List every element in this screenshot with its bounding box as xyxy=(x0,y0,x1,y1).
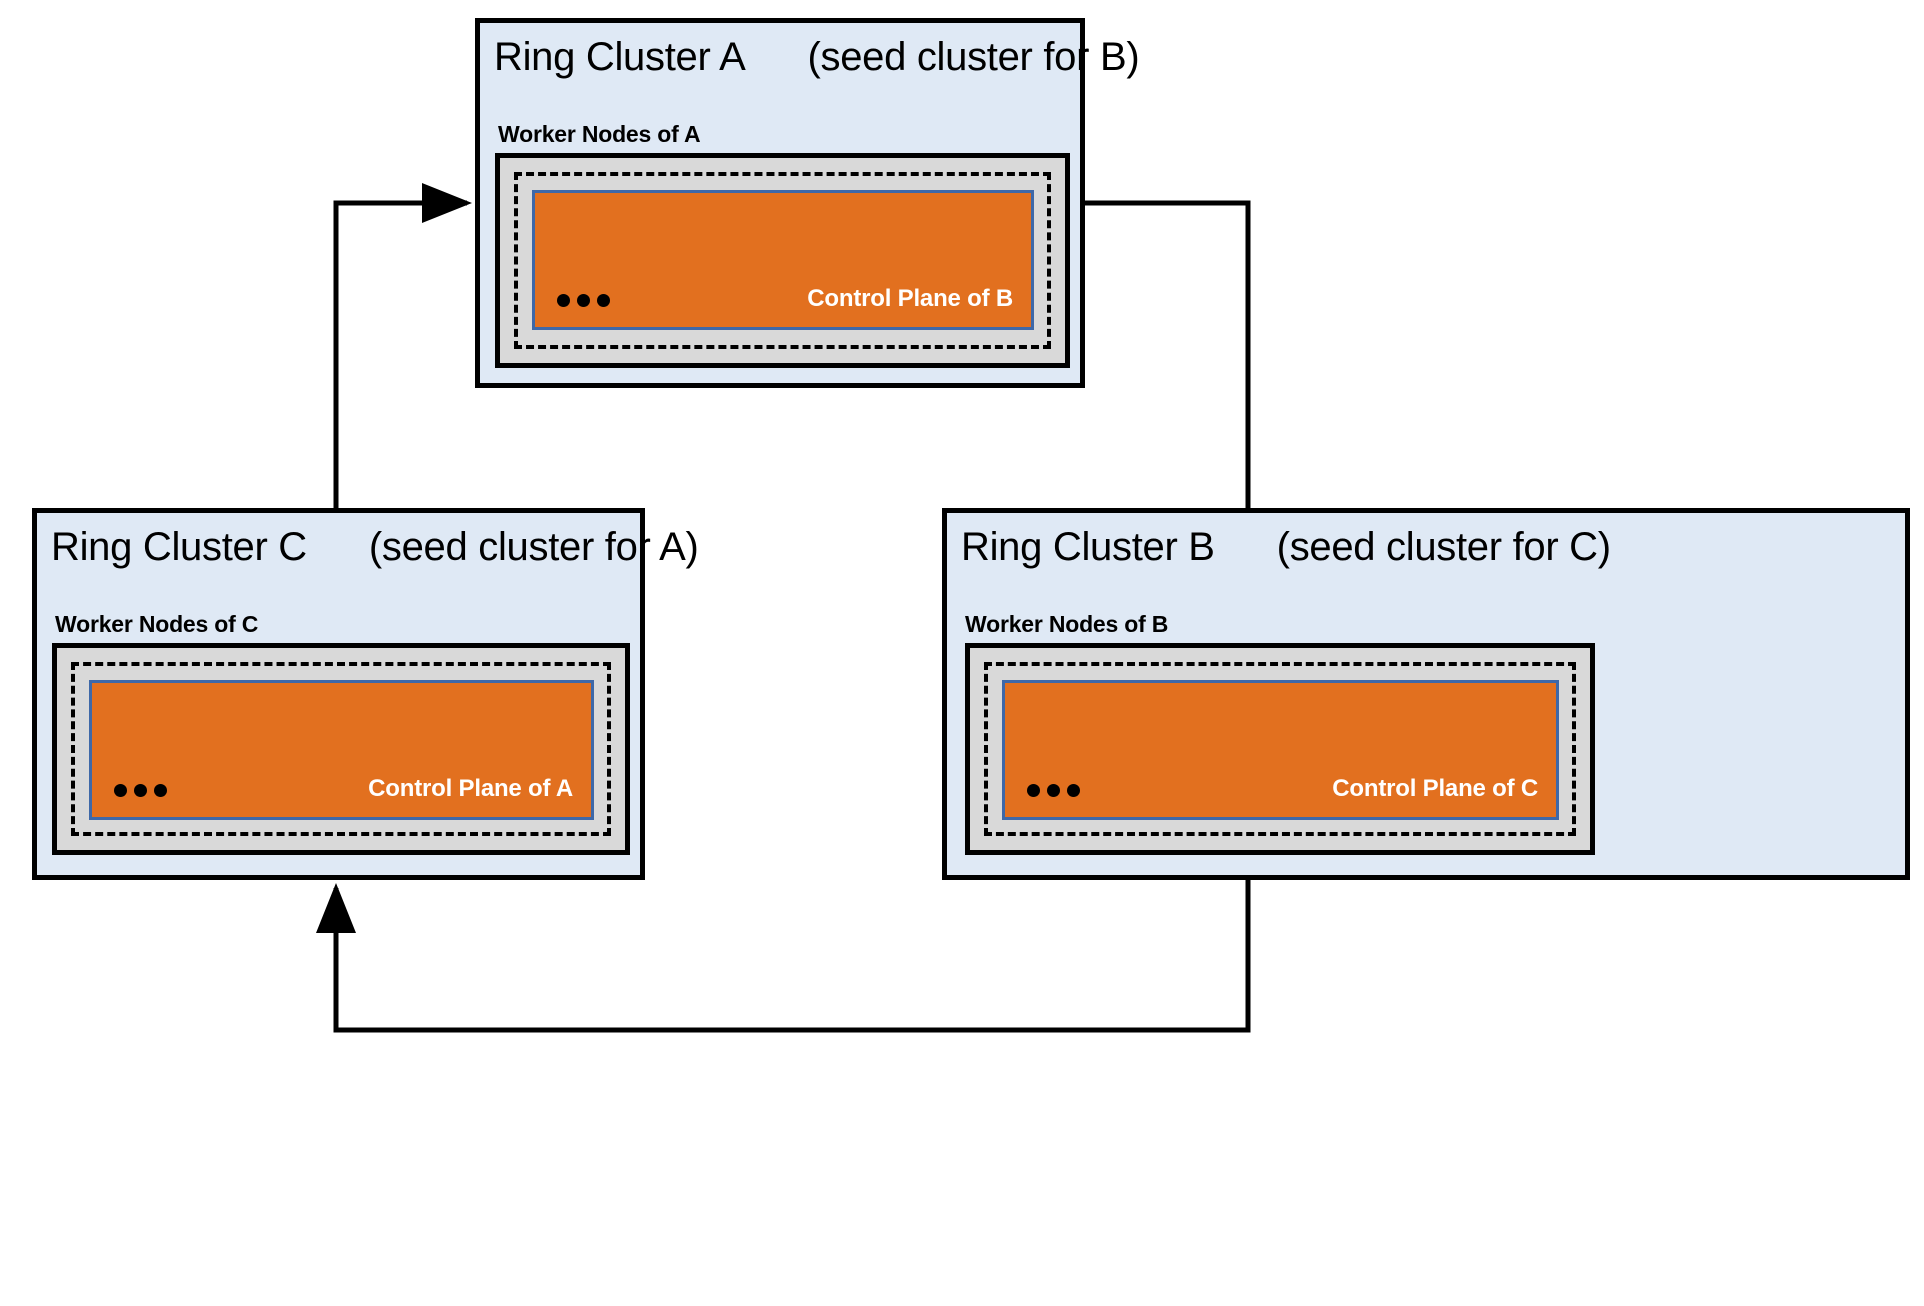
ring-cluster-c[interactable]: Ring Cluster C (seed cluster for A) Work… xyxy=(32,508,699,880)
cluster-c-worker-box[interactable]: Control Plane of A xyxy=(52,643,630,855)
cluster-c-name: Ring Cluster C xyxy=(51,524,307,569)
ring-cluster-a[interactable]: Ring Cluster A (seed cluster for B) Work… xyxy=(475,18,1140,388)
cluster-a-name: Ring Cluster A xyxy=(494,34,746,79)
cluster-c-worker-label: Worker Nodes of C xyxy=(55,611,259,637)
cluster-b-worker-box[interactable]: Control Plane of C xyxy=(965,643,1595,855)
arrow-b-to-c xyxy=(316,880,1251,1033)
cluster-b-seed-note: (seed cluster for C) xyxy=(1276,524,1611,569)
cluster-a-node-boundary xyxy=(514,172,1051,349)
cluster-a-control-plane-label: Control Plane of B xyxy=(807,285,1013,312)
cluster-c-ellipsis-icon xyxy=(114,784,167,797)
cluster-b-worker-label: Worker Nodes of B xyxy=(965,611,1169,637)
cluster-b-title: Ring Cluster B (seed cluster for C) xyxy=(961,519,1897,575)
cluster-a-control-plane-b[interactable]: Control Plane of B xyxy=(532,190,1034,330)
cluster-b-control-plane-c[interactable]: Control Plane of C xyxy=(1002,680,1559,820)
cluster-c-seed-note: (seed cluster for A) xyxy=(368,524,699,569)
arrow-c-to-a xyxy=(333,183,472,508)
cluster-c-node-boundary xyxy=(71,662,611,836)
cluster-a-seed-note: (seed cluster for B) xyxy=(807,34,1140,79)
cluster-c-control-plane-a[interactable]: Control Plane of A xyxy=(89,680,594,820)
cluster-c-control-plane-label: Control Plane of A xyxy=(368,775,573,802)
cluster-b-name: Ring Cluster B xyxy=(961,524,1215,569)
cluster-a-title: Ring Cluster A (seed cluster for B) xyxy=(494,29,1140,85)
cluster-b-control-plane-label: Control Plane of C xyxy=(1332,775,1538,802)
cluster-c-title: Ring Cluster C (seed cluster for A) xyxy=(51,519,699,575)
cluster-b-node-boundary xyxy=(984,662,1576,836)
cluster-a-ellipsis-icon xyxy=(557,294,610,307)
ring-cluster-b[interactable]: Ring Cluster B (seed cluster for C) Work… xyxy=(942,508,1910,880)
cluster-a-worker-label: Worker Nodes of A xyxy=(498,121,701,147)
cluster-b-ellipsis-icon xyxy=(1027,784,1080,797)
cluster-a-worker-box[interactable]: Control Plane of B xyxy=(495,153,1070,368)
